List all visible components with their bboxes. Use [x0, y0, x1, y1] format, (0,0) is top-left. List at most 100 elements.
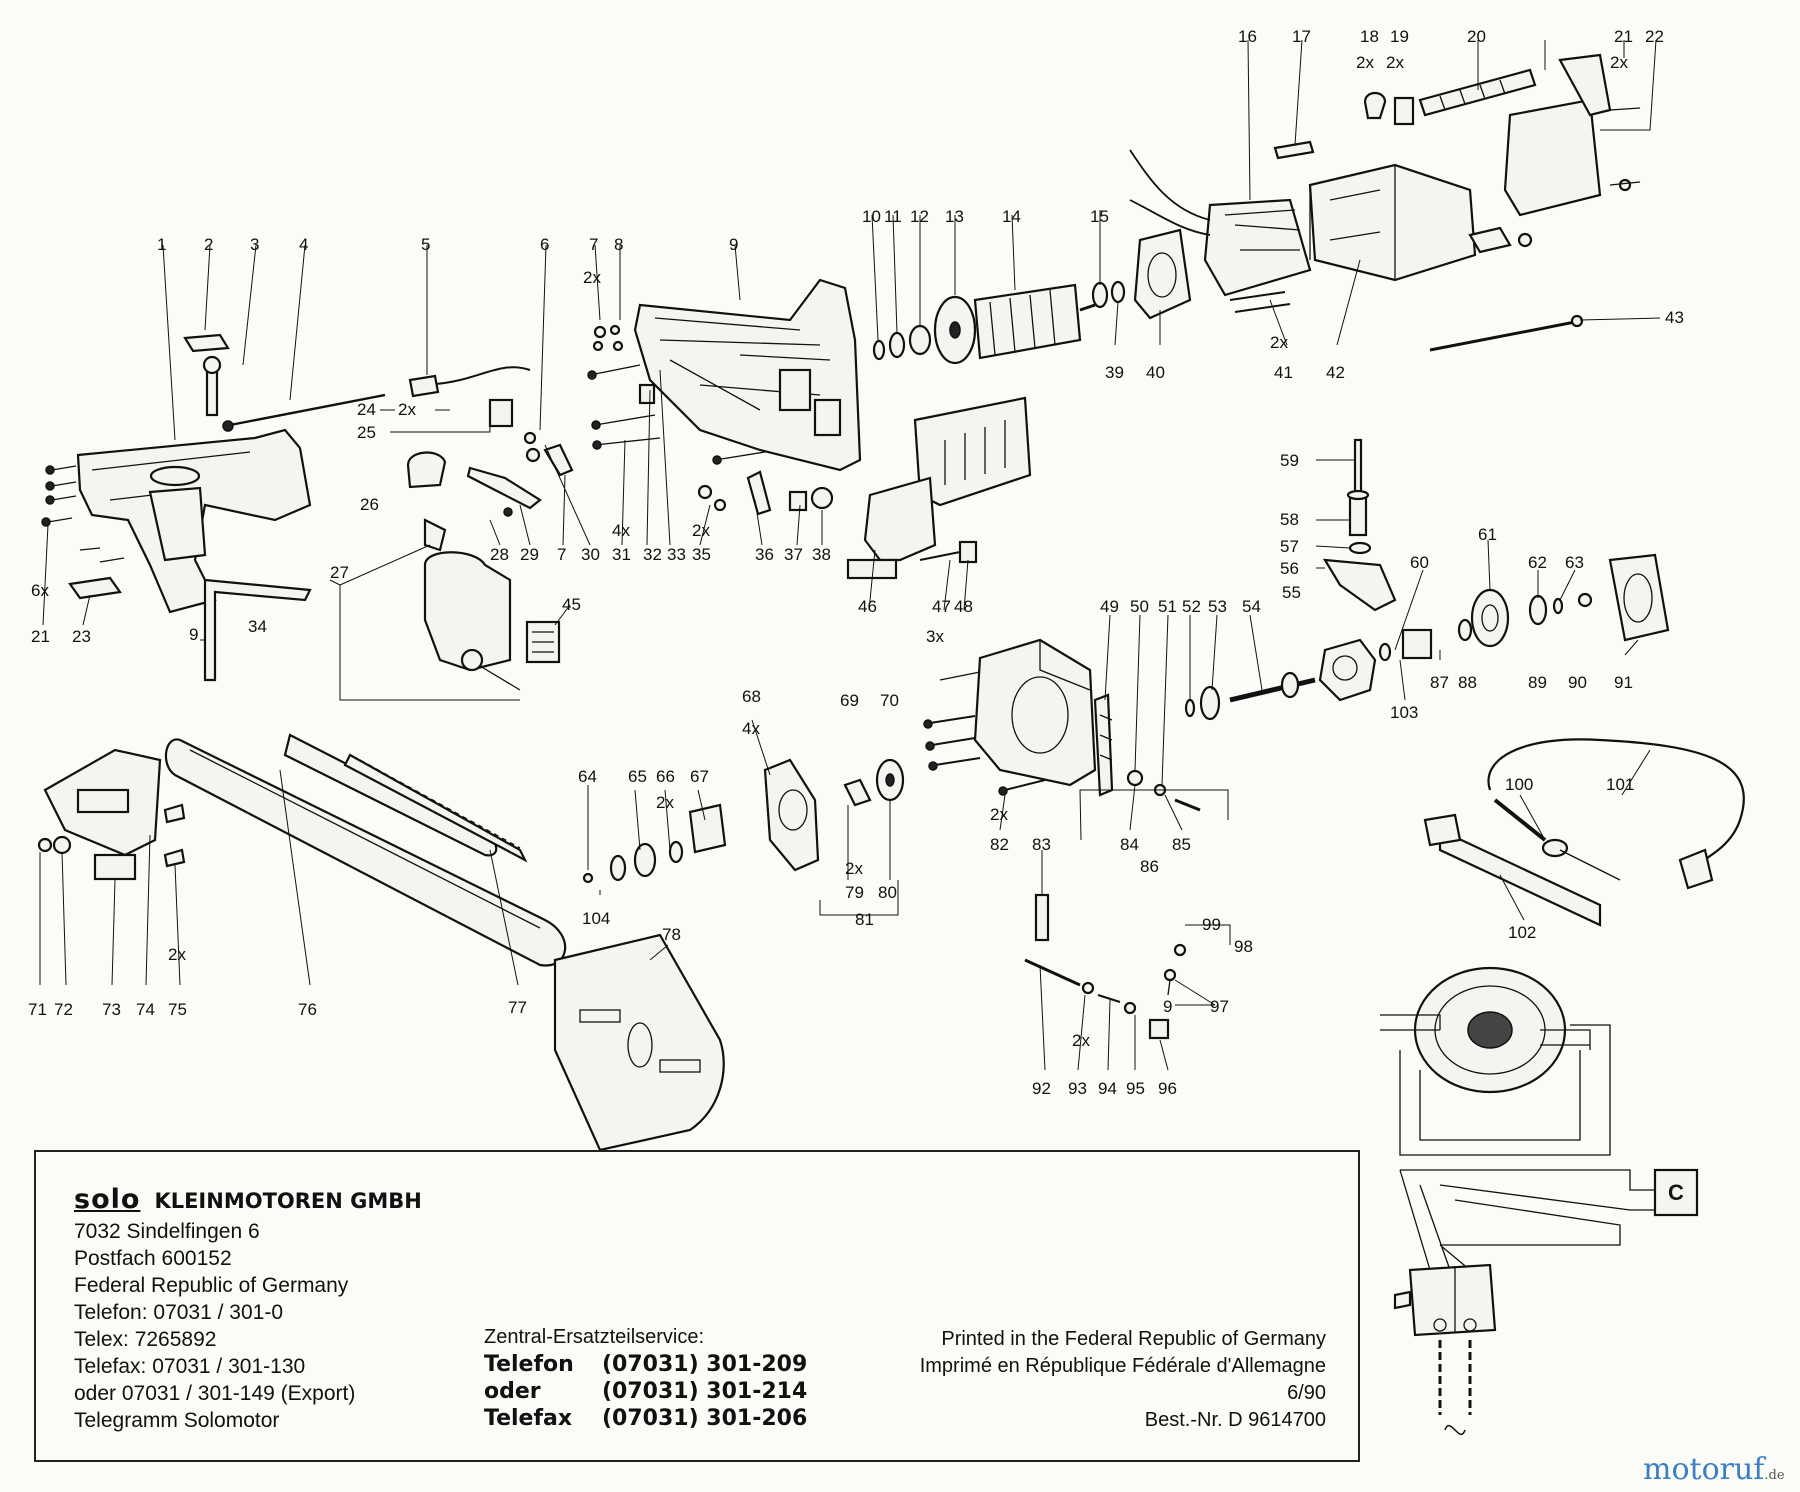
callout-28: 28	[490, 545, 509, 564]
callout-24: 24	[357, 400, 376, 419]
shaft-part-59-58	[1346, 438, 1370, 537]
qty-35: 2x	[692, 521, 710, 540]
callout-51: 51	[1158, 597, 1177, 616]
callout-87: 87	[1430, 673, 1449, 692]
callout-61: 61	[1478, 525, 1497, 544]
callout-75: 75	[168, 1000, 187, 1019]
sprocket-parts-65-67	[582, 803, 727, 884]
callout-4: 4	[299, 235, 308, 254]
callout-38: 38	[812, 545, 831, 564]
callout-76: 76	[298, 1000, 317, 1019]
callout-81: 81	[855, 910, 874, 929]
callout-33: 33	[667, 545, 686, 564]
service-heading: Zentral-Ersatzteilservice:	[484, 1326, 705, 1348]
qty-93: 2x	[1072, 1031, 1090, 1050]
callout-80: 80	[878, 883, 897, 902]
watermark-tld: .de	[1764, 1468, 1785, 1483]
fan-part-13	[933, 295, 977, 365]
callout-97: 97	[1210, 997, 1229, 1016]
qty-31: 4x	[612, 521, 630, 540]
callout-21-lower: 21	[31, 627, 50, 646]
callout-78: 78	[662, 925, 681, 944]
callout-77: 77	[508, 998, 527, 1017]
service-line-value: (07031) 301-206	[602, 1406, 808, 1431]
service-line: oder (07031) 301-214	[484, 1378, 807, 1405]
handle-grip-part-20	[1418, 68, 1537, 117]
callout-39: 39	[1105, 363, 1124, 382]
callout-2: 2	[204, 235, 213, 254]
callout-7: 7	[589, 235, 598, 254]
gasket-part-91	[1608, 553, 1670, 642]
callout-30: 30	[581, 545, 600, 564]
chain-guard-part-46	[846, 396, 1032, 580]
bushings-60-88	[1378, 618, 1473, 662]
callout-54: 54	[1242, 597, 1261, 616]
callout-103: 103	[1390, 703, 1418, 722]
guide-bar-part-76	[164, 738, 567, 967]
service-line: Telefax (07031) 301-206	[484, 1405, 807, 1432]
parts-93-96	[1081, 981, 1170, 1040]
service-line-label: Telefax	[484, 1406, 573, 1431]
oil-tank-bracket-line	[339, 544, 520, 701]
callout-74: 74	[136, 1000, 155, 1019]
callout-31: 31	[612, 545, 631, 564]
power-cable-part-101	[1487, 738, 1745, 890]
callout-91: 91	[1614, 673, 1633, 692]
callout-6: 6	[540, 235, 549, 254]
callout-79: 79	[845, 883, 864, 902]
callout-89: 89	[1528, 673, 1547, 692]
callout-17: 17	[1292, 27, 1311, 46]
address-line: Telegramm Solomotor	[74, 1409, 280, 1432]
callout-26: 26	[360, 495, 379, 514]
housing-screws	[587, 324, 766, 465]
callout-104: 104	[582, 909, 610, 928]
qty-21-lower: 6x	[31, 581, 49, 600]
strap-part-23	[68, 576, 122, 600]
main-housing-part-9	[633, 278, 862, 472]
cable-sleeve-part-100	[1493, 798, 1621, 881]
qty-68: 4x	[742, 719, 760, 738]
callout-36: 36	[755, 545, 774, 564]
callout-25: 25	[357, 423, 376, 442]
armature-part-14	[973, 283, 1096, 360]
callout-93: 93	[1068, 1079, 1087, 1098]
callout-96: 96	[1158, 1079, 1177, 1098]
part-3-pin	[202, 355, 222, 417]
qty-24: 2x	[398, 400, 416, 419]
oil-cap-part-26	[406, 451, 447, 552]
screws-part-41	[1229, 291, 1291, 313]
callout-82: 82	[990, 835, 1009, 854]
callout-57: 57	[1280, 537, 1299, 556]
bearings-10-12	[872, 324, 932, 361]
callout-94: 94	[1098, 1079, 1117, 1098]
switch-cable-part-5	[408, 366, 531, 428]
callout-9-c: 9	[1163, 997, 1172, 1016]
bolt-part-48	[919, 540, 978, 564]
qty-21: 2x	[1610, 53, 1628, 72]
callout-58: 58	[1280, 510, 1299, 529]
callout-7-b: 7	[557, 545, 566, 564]
callout-5: 5	[421, 235, 430, 254]
bearing-part-15-39	[1091, 280, 1126, 309]
rear-handle-housing	[76, 428, 312, 614]
service-line-value: (07031) 301-209	[602, 1352, 808, 1377]
callout-95: 95	[1126, 1079, 1145, 1098]
callout-84: 84	[1120, 835, 1139, 854]
drive-shaft-part-54	[1229, 671, 1316, 703]
gear-housing-part-55	[1318, 638, 1377, 702]
parts-83-92	[1024, 893, 1081, 987]
gearbox-screws	[923, 671, 1046, 796]
callout-90: 90	[1568, 673, 1587, 692]
order-number: Best.-Nr. D 9614700	[1144, 1409, 1326, 1431]
address-line: 7032 Sindelfingen 6	[74, 1220, 260, 1243]
motoruf-watermark: motoruf.de	[1643, 1452, 1785, 1487]
callout-73: 73	[102, 1000, 121, 1019]
callout-22: 22	[1645, 27, 1664, 46]
cover-part-68	[763, 758, 820, 872]
callout-86: 86	[1140, 857, 1159, 876]
qty-82: 2x	[990, 805, 1008, 824]
side-cover-part-71-74	[37, 748, 186, 881]
gear-lever-part-56	[1322, 541, 1397, 612]
printed-line-en: Printed in the Federal Republic of Germa…	[941, 1328, 1326, 1350]
